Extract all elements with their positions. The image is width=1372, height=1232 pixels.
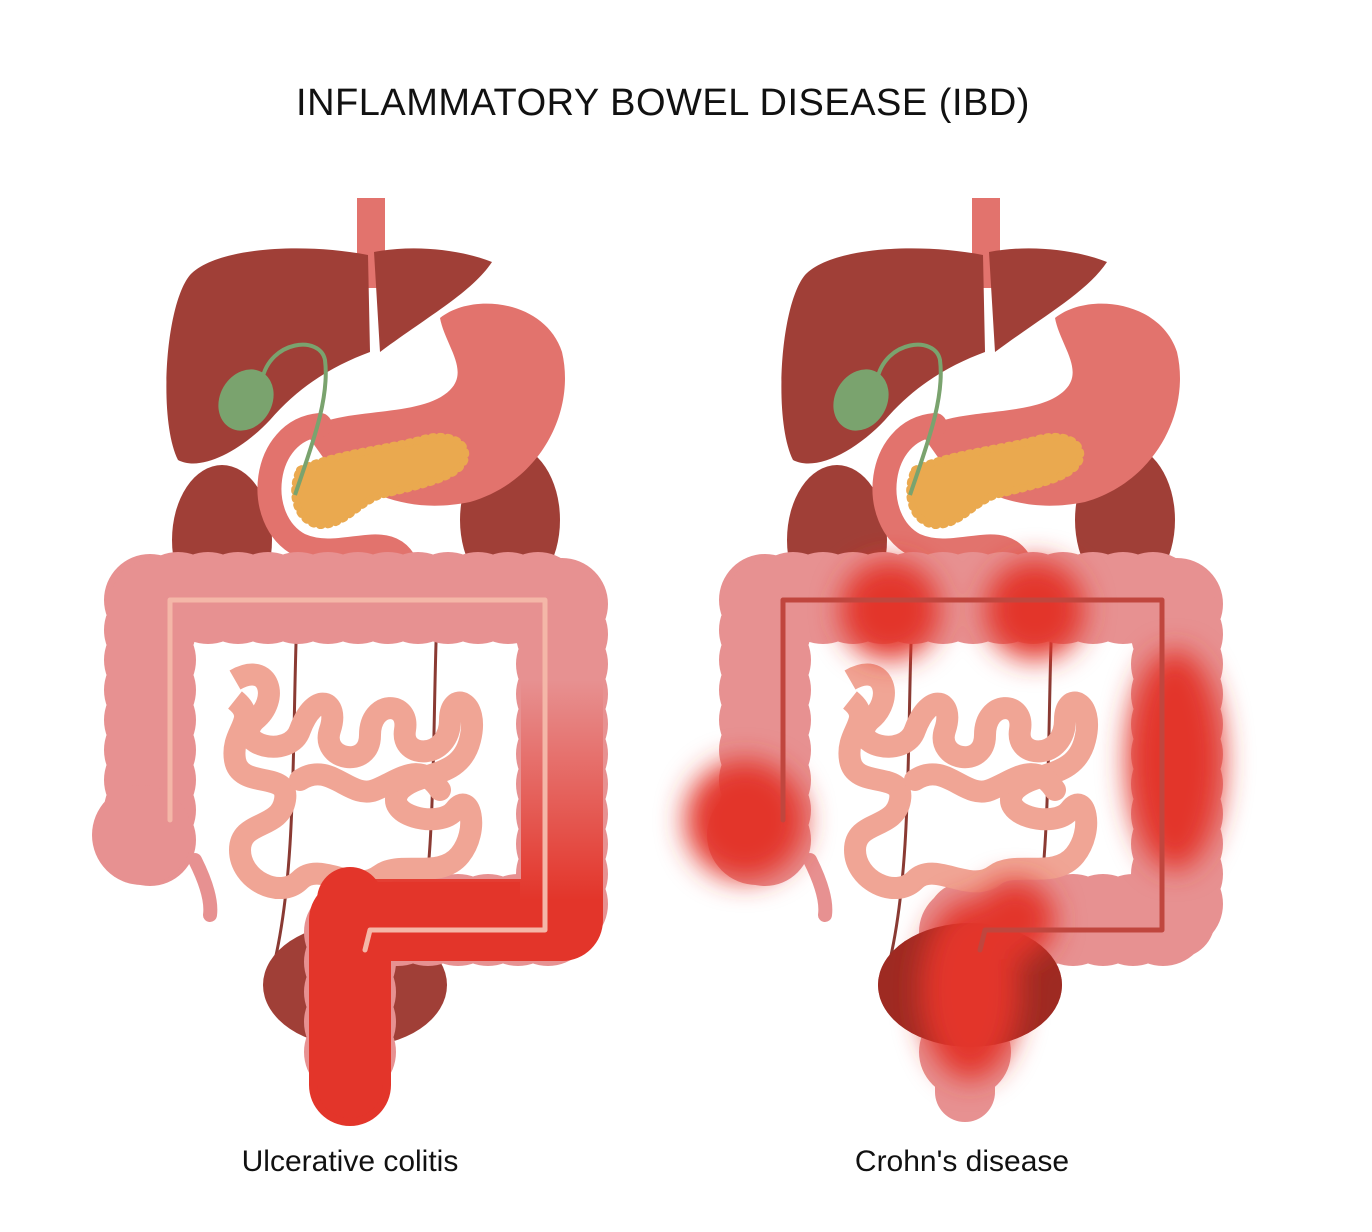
ulcerative-colitis-illustration	[92, 198, 580, 1100]
inflammation-patches	[685, 560, 1223, 1080]
colon-inner-line	[780, 597, 1165, 953]
crohns-disease-label: Crohn's disease	[854, 1145, 1070, 1178]
colon-inner-line	[167, 597, 548, 953]
ulcerative-colitis-label: Ulcerative colitis	[241, 1145, 459, 1178]
crohns-disease-illustration	[685, 198, 1223, 1092]
diagram-title: INFLAMMATORY BOWEL DISEASE (IBD)	[296, 82, 1030, 124]
